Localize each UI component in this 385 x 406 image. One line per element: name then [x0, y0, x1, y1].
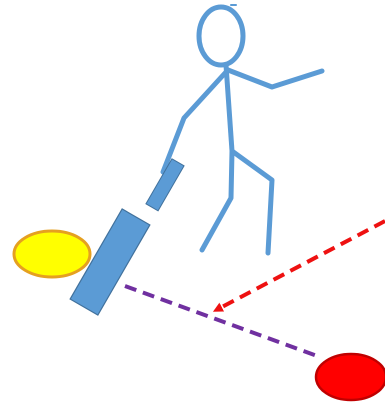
cricket-bat: [70, 159, 184, 315]
red-dashed-arrow: [220, 221, 385, 308]
figure-leg-right: [232, 151, 272, 253]
figure-arm-left: [163, 72, 226, 172]
yellow-ball: [14, 231, 90, 277]
purple-dashed-line: [125, 286, 320, 357]
stick-figure: [163, 5, 322, 253]
figure-head: [199, 7, 243, 65]
red-ball: [316, 354, 385, 400]
figure-arm-right: [228, 70, 322, 87]
figure-body: [226, 65, 232, 151]
figure-leg-left: [202, 151, 232, 250]
